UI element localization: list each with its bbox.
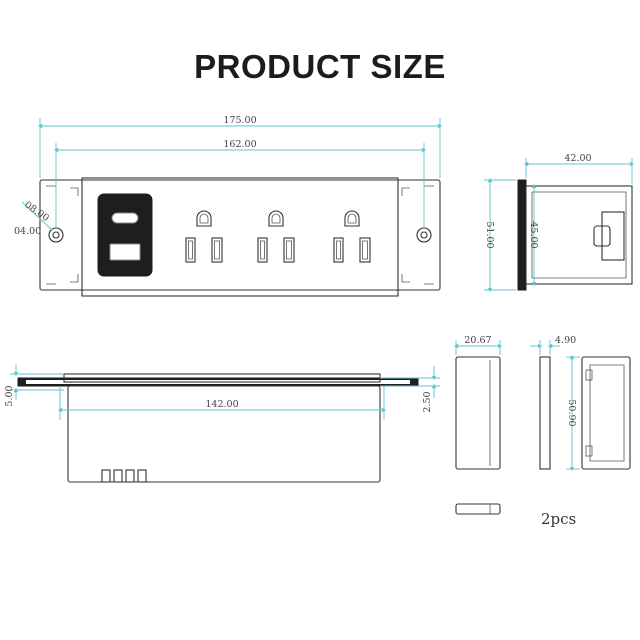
- flange-tabs: [46, 185, 434, 285]
- vent-slots: [101, 469, 147, 483]
- outlet-hot-slot: [211, 237, 223, 263]
- outlet: [257, 210, 295, 263]
- side-flange: [517, 179, 527, 291]
- clip-back-inner: [589, 364, 625, 462]
- usb-a-port-icon: [109, 243, 141, 261]
- outlet-hot-slot: [283, 237, 295, 263]
- outlet: [185, 210, 223, 263]
- front-view: [39, 177, 441, 297]
- outlet-ground-slot: [344, 210, 360, 227]
- side-clip: [601, 211, 625, 261]
- clip-front: [455, 356, 501, 470]
- outlet-neutral-slot: [333, 237, 344, 263]
- page-title: PRODUCT SIZE: [194, 48, 446, 85]
- dim-clip-width: 20.67: [464, 335, 491, 346]
- dim-hole-spacing: 162.00: [223, 139, 256, 150]
- top-body: [67, 385, 381, 483]
- outlet: [333, 210, 371, 263]
- clip-side: [539, 356, 551, 470]
- vent-slot: [113, 469, 123, 483]
- clip-back-notch-bottom: [585, 445, 593, 457]
- outlet-neutral-slot: [185, 237, 196, 263]
- front-face: [81, 177, 399, 297]
- clip-views: [455, 356, 631, 515]
- outlet-ground-slot-inner: [199, 213, 209, 224]
- outlets: [185, 210, 371, 263]
- vent-slot: [101, 469, 111, 483]
- dim-hole-outer: 08.00: [22, 199, 51, 224]
- dim-inner-height: 45.00: [528, 221, 539, 248]
- outlet-slot-inner: [214, 240, 220, 260]
- vent-slot: [137, 469, 147, 483]
- dim-flange-thickness: 5.00: [4, 385, 15, 406]
- side-view: [517, 179, 633, 291]
- outlet-slot-inner: [188, 240, 193, 260]
- outlet-neutral-slot: [257, 237, 268, 263]
- outlet-slot-inner: [336, 240, 341, 260]
- usb-c-port-icon: [111, 212, 139, 224]
- clip-back: [581, 356, 631, 470]
- dim-clip-height: 50.90: [566, 399, 577, 426]
- dim-hole-inner: 04.00: [14, 226, 41, 237]
- outlet-slot-inner: [362, 240, 368, 260]
- outlet-ground-slot: [268, 210, 284, 227]
- outlet-slot-inner: [260, 240, 265, 260]
- clip-back-notch-top: [585, 369, 593, 381]
- usb-module: [97, 193, 153, 277]
- clip-quantity: 2pcs: [541, 510, 577, 528]
- front-view-dimensions: 175.00 162.00 08.00 04.00: [14, 115, 443, 237]
- mounting-hole-left-inner: [52, 231, 60, 239]
- side-body: [525, 185, 633, 285]
- dim-body-length: 142.00: [205, 399, 238, 410]
- clip-top: [455, 503, 501, 515]
- outlet-ground-slot-inner: [347, 213, 357, 224]
- top-view-dimensions: 5.00 2.50 142.00: [4, 364, 440, 420]
- side-body-inner: [531, 191, 627, 279]
- vent-slot: [125, 469, 135, 483]
- dim-height: 51.00: [484, 221, 495, 248]
- top-view: [17, 373, 419, 483]
- mounting-hole-right-inner: [420, 231, 428, 239]
- outlet-slot-inner: [286, 240, 292, 260]
- mounting-hole-right: [416, 227, 432, 243]
- outlet-ground-slot: [196, 210, 212, 227]
- clip-dimensions: 20.67 4.90 50.90: [453, 335, 580, 472]
- outlet-hot-slot: [359, 237, 371, 263]
- front-flange: [39, 179, 441, 291]
- outlet-ground-slot-inner: [271, 213, 281, 224]
- dim-depth: 42.00: [564, 153, 591, 164]
- dim-flange-step: 2.50: [422, 391, 433, 412]
- dim-overall-length: 175.00: [223, 115, 256, 126]
- dim-clip-thickness: 4.90: [555, 335, 576, 346]
- side-view-dimensions: 42.00 51.00 45.00: [484, 153, 635, 293]
- mounting-hole-left: [48, 227, 64, 243]
- side-clip-tab: [593, 225, 611, 247]
